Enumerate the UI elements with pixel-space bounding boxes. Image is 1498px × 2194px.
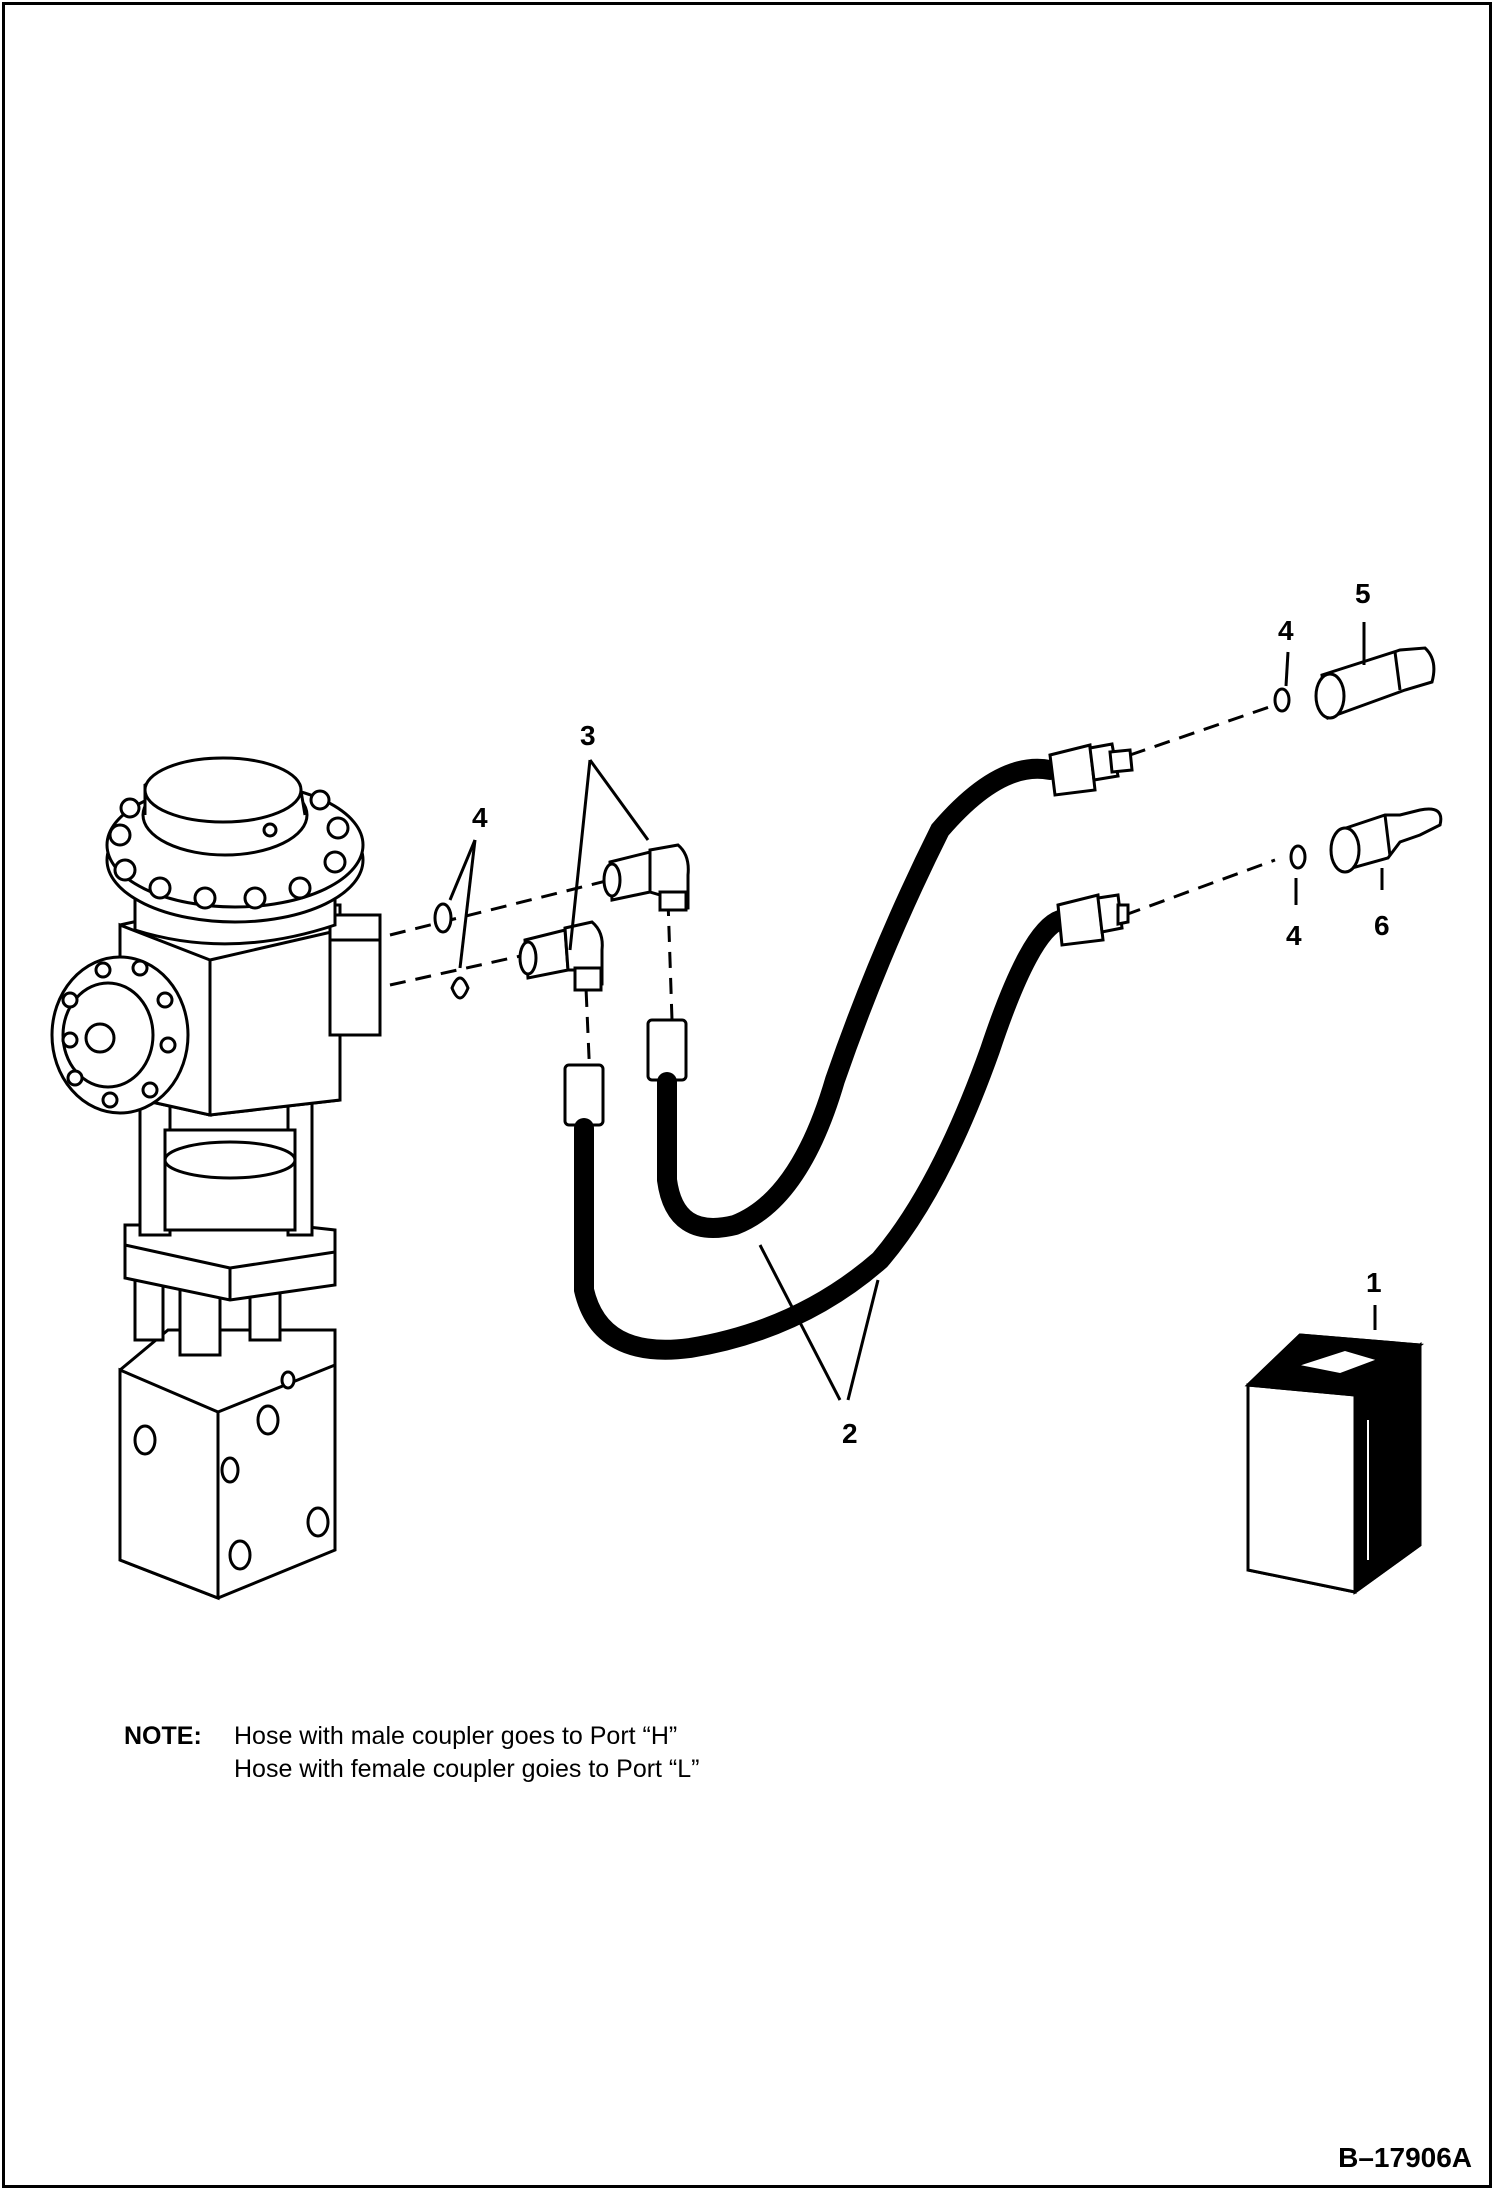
callout-6: 6: [1374, 910, 1390, 941]
hoses: [563, 742, 1134, 1360]
note-text: Hose with male coupler goes to Port “H” …: [234, 1720, 700, 1786]
motor-assembly: [50, 756, 382, 1601]
note-block: NOTE: Hose with male coupler goes to Por…: [124, 1720, 700, 1786]
note-label: NOTE:: [124, 1722, 202, 1750]
parts-box: [1244, 1333, 1424, 1595]
elbow-fittings: [518, 843, 690, 992]
callout-1: 1: [1366, 1267, 1382, 1298]
callout-labels: 3 4 4 5 4 6 1 2: [472, 578, 1390, 1449]
callout-3: 3: [580, 720, 596, 751]
assembly-leaders: [389, 703, 1276, 1081]
callout-2: 2: [842, 1418, 858, 1449]
note-line-2: Hose with female coupler goies to Port “…: [234, 1755, 700, 1783]
callout-leaders: [448, 622, 1384, 1401]
callout-5: 5: [1355, 578, 1371, 609]
figure-id: B–17906A: [1338, 2142, 1472, 2173]
couplers: [1314, 646, 1443, 874]
o-rings: [433, 687, 1307, 1000]
callout-4-bottom-right: 4: [1286, 920, 1302, 951]
callout-4-top-right: 4: [1278, 615, 1294, 646]
callout-4-left: 4: [472, 802, 488, 833]
note-line-1: Hose with male coupler goes to Port “H”: [234, 1722, 678, 1750]
